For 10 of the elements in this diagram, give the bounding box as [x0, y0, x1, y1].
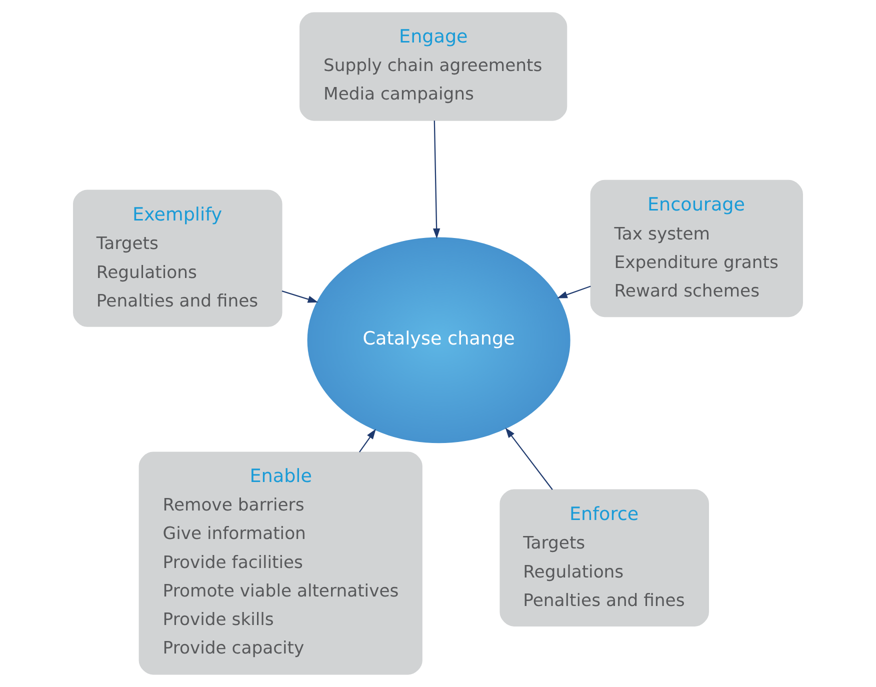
arrow — [505, 428, 553, 490]
node-box: Encourage Tax system Expenditure grants Reward schemes — [590, 180, 803, 318]
node-box: Enforce Targets Regulations Penalties and fines — [500, 489, 709, 626]
arrow — [557, 286, 591, 298]
arrow — [432, 120, 440, 239]
arrow — [359, 428, 376, 452]
arrow — [282, 290, 318, 303]
node-box: Exemplify Targets Regulations Penalties and fines — [73, 190, 282, 327]
node-box: Enable Remove barriers Give information Provide facilities Promote viable alternatives Provide skills Provide capacity — [138, 452, 422, 675]
node-box: Engage Supply chain agreements Media campaigns — [300, 12, 568, 121]
